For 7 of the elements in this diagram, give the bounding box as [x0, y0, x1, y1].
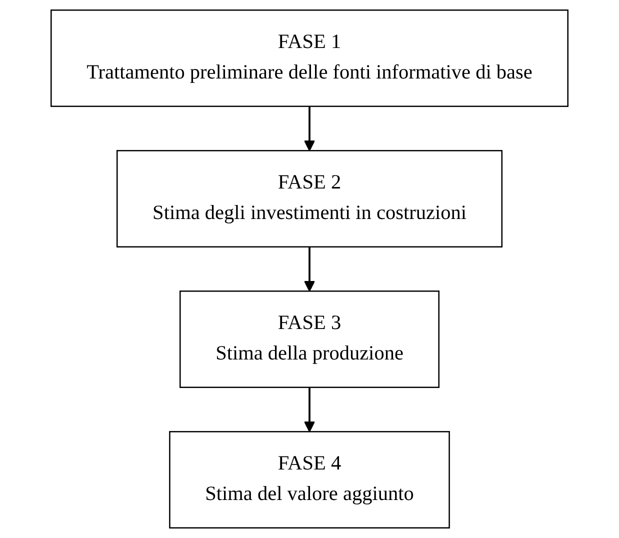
arrow [304, 246, 316, 292]
node-box: FASE 1 Trattamento preliminare delle fonti informative di base [50, 10, 568, 107]
node-box: FASE 2 Stima degli investimenti in costruzioni [116, 150, 503, 248]
node-box: FASE 4 Stima del valore aggiunto [169, 431, 450, 528]
arrow [304, 387, 316, 432]
node-box: FASE 3 Stima della produzione [180, 290, 440, 388]
arrow [304, 106, 316, 152]
